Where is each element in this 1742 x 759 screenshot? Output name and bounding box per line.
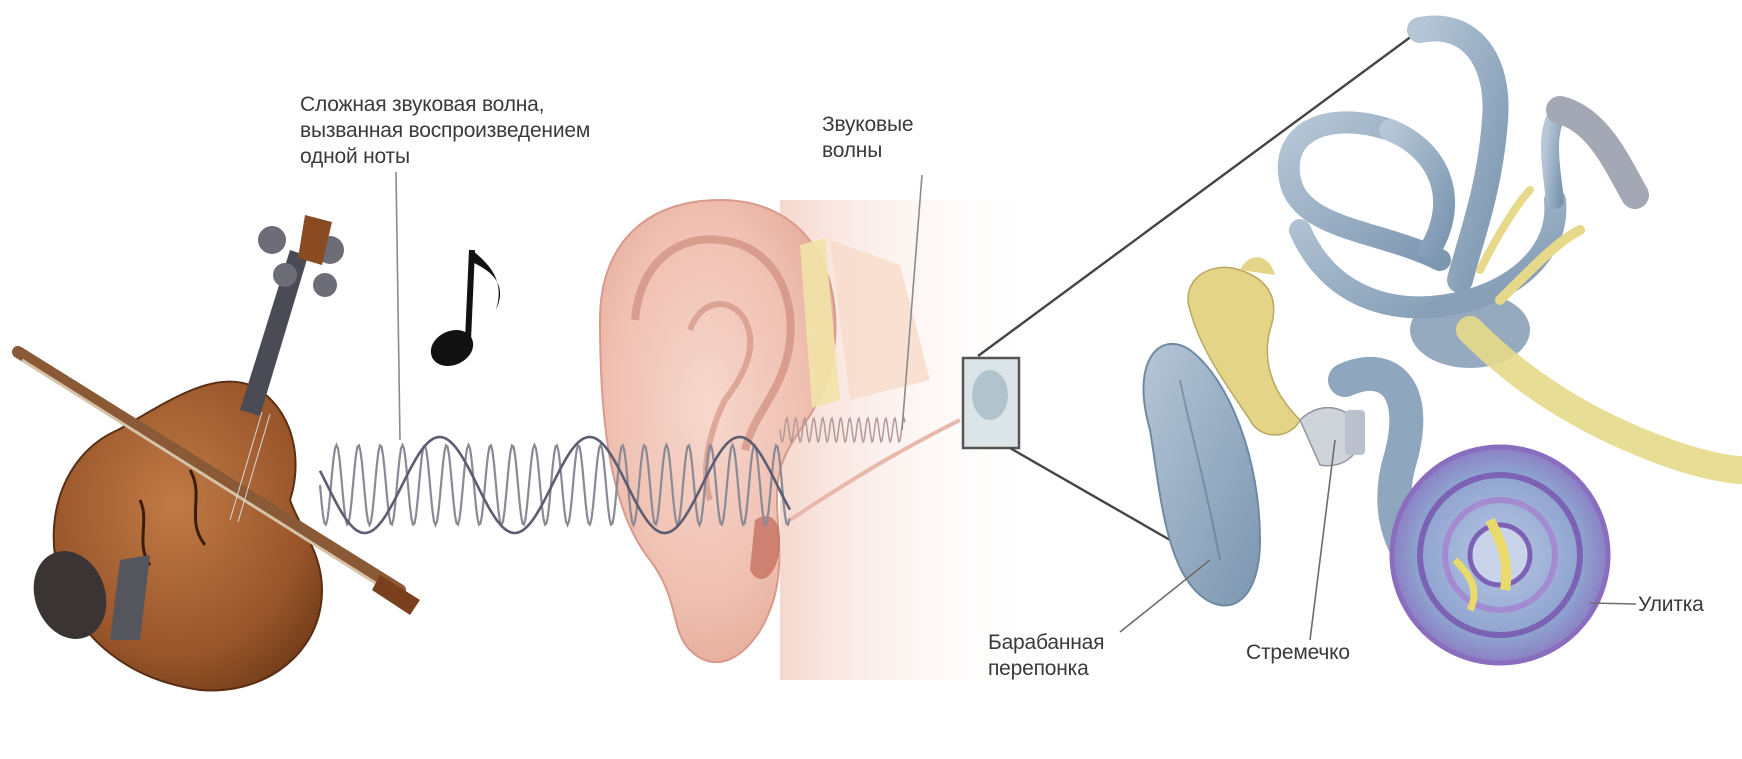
semicircular-canals	[1289, 28, 1635, 307]
stapes-leader	[1310, 440, 1335, 640]
complex-wave-label-line-2: вызванная воспроизведением	[300, 118, 590, 144]
eardrum-label-line-2: перепонка	[988, 656, 1089, 682]
cochlea-leader	[1590, 603, 1636, 604]
stapes-label: Стремечко	[1246, 640, 1350, 666]
cochlea	[1392, 447, 1608, 663]
cochlea-label: Улитка	[1638, 592, 1704, 618]
eardrum-leader	[1120, 560, 1210, 632]
complex-wave-label-line-1: Сложная звуковая волна,	[300, 92, 544, 118]
violin-scroll	[258, 215, 344, 297]
complex-wave-label-line-3: одной ноты	[300, 144, 410, 170]
sound-waves-label-line-1: Звуковые	[822, 112, 913, 138]
eardrum-label-line-1: Барабанная	[988, 630, 1104, 656]
complex-wave-leader	[396, 172, 400, 440]
music-note-icon	[425, 250, 500, 373]
sound-waves-label-line-2: волны	[822, 138, 882, 164]
inner-ear-icon	[1144, 28, 1742, 663]
